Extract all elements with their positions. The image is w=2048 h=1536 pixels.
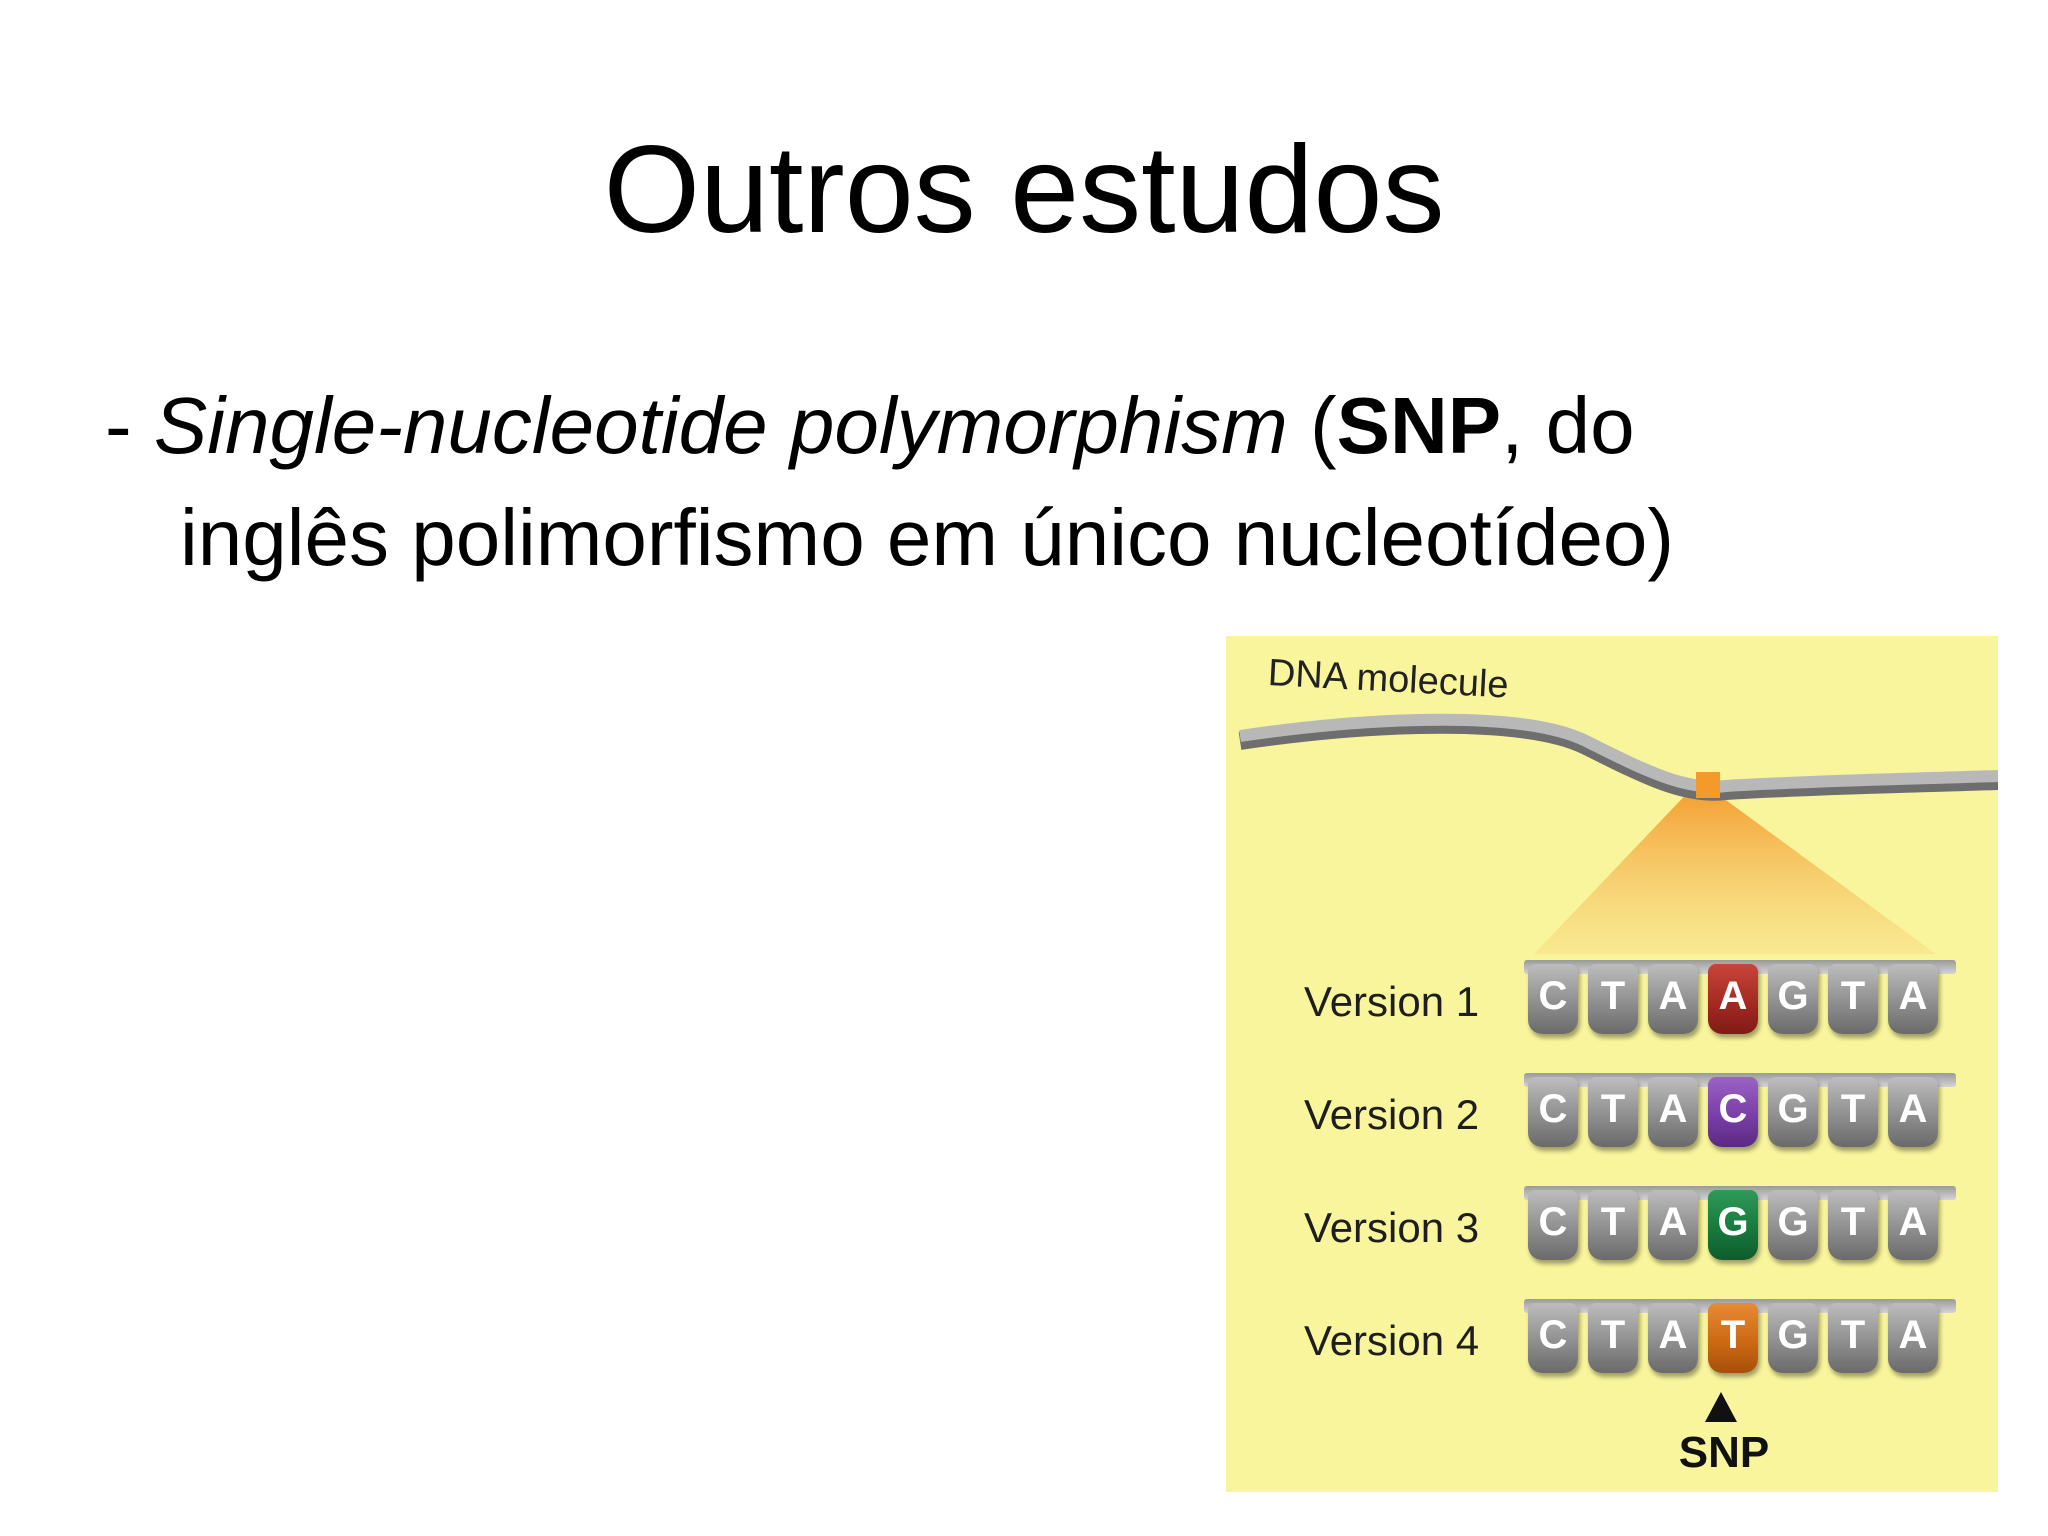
base-tile: G [1768, 964, 1818, 1034]
base-tile: G [1768, 1077, 1818, 1147]
dna-molecule-graphic [1238, 713, 1998, 954]
snp-base-tile: A [1708, 964, 1758, 1034]
bullet-text: - Single-nucleotide polymorphism (SNP, d… [105, 370, 1965, 594]
base-tile: T [1588, 1190, 1638, 1260]
base-tile: A [1888, 1190, 1938, 1260]
slide-title: Outros estudos [603, 121, 1445, 259]
base-tile: C [1528, 1077, 1578, 1147]
version-3-sequence: C T A G G T A [1524, 1186, 1956, 1266]
base-tile: T [1828, 1077, 1878, 1147]
base-tile: T [1828, 1190, 1878, 1260]
version-4-sequence: C T A T G T A [1524, 1299, 1956, 1379]
snp-arrow-icon [1705, 1392, 1737, 1422]
snp-base-tile: T [1708, 1303, 1758, 1373]
base-tile: C [1528, 1190, 1578, 1260]
bullet-rest-line1: , do [1501, 381, 1635, 470]
version-1-sequence: C T A A G T A [1524, 960, 1956, 1040]
bullet-dash: - [105, 381, 154, 470]
base-tile: C [1528, 1303, 1578, 1373]
dna-strand [1239, 713, 1998, 793]
version-2-label: Version 2 [1304, 1091, 1480, 1138]
base-tile: G [1768, 1190, 1818, 1260]
base-tile: A [1888, 964, 1938, 1034]
snp-marker-label: SNP [1678, 1428, 1770, 1477]
version-2-sequence: C T A C G T A [1524, 1073, 1956, 1153]
base-tile: T [1588, 964, 1638, 1034]
bullet-line2: inglês polimorfismo em único nucleotídeo… [180, 493, 1675, 582]
base-tile: A [1648, 964, 1698, 1034]
snp-base-tile: G [1708, 1190, 1758, 1260]
zoom-cone [1534, 784, 1936, 954]
snp-base-tile: C [1708, 1077, 1758, 1147]
bullet-open-paren: ( [1287, 381, 1337, 470]
base-tile: A [1648, 1190, 1698, 1260]
base-tile: T [1828, 964, 1878, 1034]
snp-site-marker [1696, 772, 1720, 798]
base-tile: C [1528, 964, 1578, 1034]
base-tile: T [1828, 1303, 1878, 1373]
bullet-term: Single-nucleotide polymorphism [153, 381, 1288, 470]
base-tile: G [1768, 1303, 1818, 1373]
version-3-label: Version 3 [1304, 1204, 1480, 1251]
base-tile: T [1588, 1303, 1638, 1373]
version-4-label: Version 4 [1304, 1317, 1480, 1364]
base-tile: A [1888, 1303, 1938, 1373]
bullet-abbreviation: SNP [1336, 381, 1502, 470]
base-tile: T [1588, 1077, 1638, 1147]
base-tile: A [1888, 1077, 1938, 1147]
snp-diagram: DNA molecule Version 1 C T A A G T A Ver… [1226, 636, 1998, 1492]
version-1-label: Version 1 [1304, 978, 1480, 1025]
base-tile: A [1648, 1303, 1698, 1373]
base-tile: A [1648, 1077, 1698, 1147]
